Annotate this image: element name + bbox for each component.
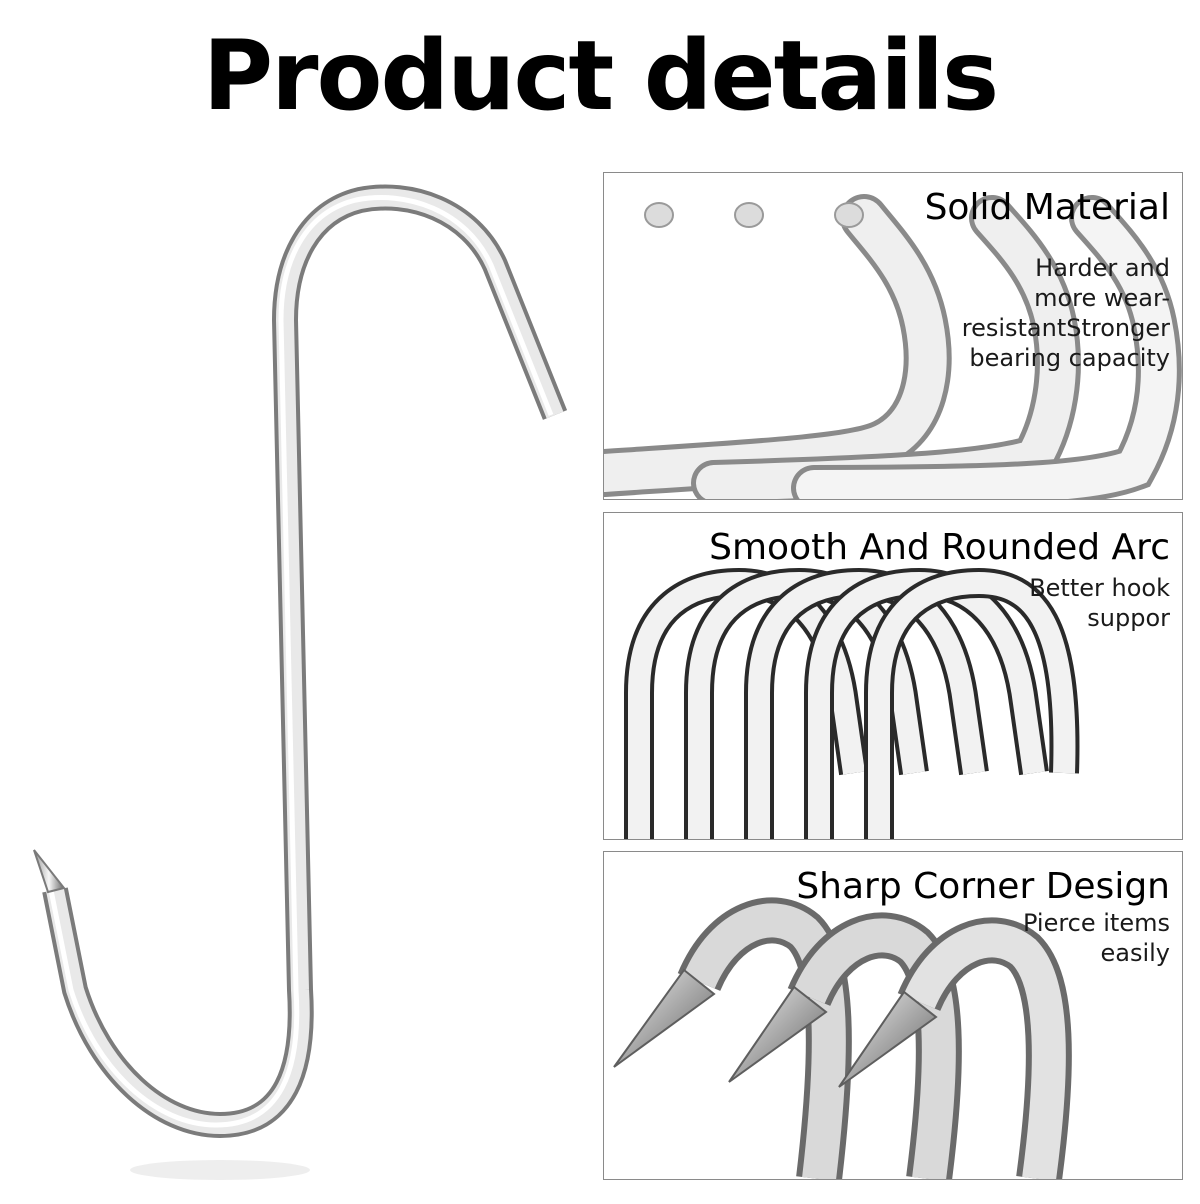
panel-description: Harder and more wear- resistantStronger … xyxy=(940,253,1170,373)
description-line: suppor xyxy=(1087,604,1170,632)
description-line: bearing capacity xyxy=(969,344,1170,372)
description-line: easily xyxy=(1100,939,1170,967)
hook-tips-icon xyxy=(604,194,1182,499)
feature-panel-rounded-arc: Smooth And Rounded Arc Better hook suppo… xyxy=(603,512,1183,840)
description-line: Pierce items xyxy=(1022,909,1170,937)
s-hook-image xyxy=(0,170,600,1200)
hook-arcs-icon xyxy=(624,567,1080,839)
panel-heading: Smooth And Rounded Arc xyxy=(709,527,1170,568)
s-hook-icon xyxy=(33,184,568,1180)
page-title: Product details xyxy=(202,20,999,132)
panel-description: Pierce items easily xyxy=(970,908,1170,968)
description-line: Better hook xyxy=(1029,574,1170,602)
feature-panel-sharp-corner: Sharp Corner Design Pierce items easily xyxy=(603,851,1183,1180)
panel-heading: Solid Material xyxy=(924,187,1170,228)
description-line: resistantStronger xyxy=(961,314,1170,342)
panel-description: Better hook suppor xyxy=(970,573,1170,633)
sharp-points-icon xyxy=(613,897,1072,1179)
panel-heading: Sharp Corner Design xyxy=(796,866,1170,907)
feature-panel-solid-material: Solid Material Harder and more wear- res… xyxy=(603,172,1183,500)
description-line: Harder and xyxy=(1035,254,1170,282)
description-line: more wear- xyxy=(1034,284,1170,312)
